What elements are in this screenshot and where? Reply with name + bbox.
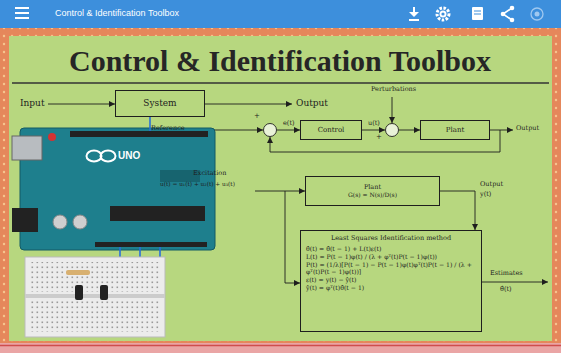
excitation-branch xyxy=(285,191,300,283)
signal-connector xyxy=(277,130,300,131)
breadboard-body xyxy=(25,257,165,337)
usb-port xyxy=(12,136,42,160)
estimates-arrow xyxy=(482,282,548,283)
download-icon xyxy=(409,7,419,20)
signal-connector xyxy=(440,191,475,230)
signal-connector xyxy=(399,130,420,131)
junction-outline xyxy=(385,123,399,137)
equation: ε(t) = y(t) − ŷ(t) xyxy=(306,276,476,284)
component xyxy=(75,285,83,300)
sign-mark: + xyxy=(376,134,382,141)
breadboard xyxy=(25,257,165,337)
menu-icon xyxy=(15,8,29,18)
breadboard-groove xyxy=(25,294,165,298)
process-box: PlantG(s) = N(s)/D(s) xyxy=(305,176,440,206)
equation: θ̂(t) = θ̂(t − 1) + L(t)ε(t) xyxy=(306,245,476,253)
box-title: Plant xyxy=(364,183,381,191)
box-title: Plant xyxy=(446,126,464,135)
signal-name: e(t) xyxy=(283,120,295,128)
page-title: Control & Identification Toolbox xyxy=(69,46,491,76)
frame-dots xyxy=(0,28,561,353)
junction-circle xyxy=(386,124,399,137)
method-box: Least Squares Identification method θ̂(t)… xyxy=(300,230,482,332)
breadboard-holes xyxy=(30,262,160,292)
perturbation-arrow xyxy=(392,97,393,123)
equation: L(t) = P(t − 1)φ(t) / (λ + φᵀ(t)P(t − 1)… xyxy=(306,253,476,261)
signal-name: Excitation xyxy=(193,170,226,178)
junction-outline xyxy=(263,123,277,137)
pin-header xyxy=(70,131,208,137)
box-title: System xyxy=(143,98,176,109)
input-arrow xyxy=(48,104,115,105)
frame-border xyxy=(0,28,561,353)
transfer-function: G(s) = N(s)/D(s) xyxy=(348,191,397,199)
capacitor xyxy=(73,215,87,229)
microcontroller-chip xyxy=(110,206,205,221)
signal-name: Output xyxy=(480,181,503,189)
settings-icon xyxy=(437,8,449,20)
bottom-stripe xyxy=(0,343,561,353)
sign-mark: + xyxy=(254,113,260,120)
logo xyxy=(87,151,102,162)
formula: u(t) = u₁(t) + u₂(t) + u₃(t) xyxy=(160,181,235,188)
signal-name: Input xyxy=(20,98,45,109)
signal-connector xyxy=(270,130,500,152)
toolbar xyxy=(0,0,561,28)
signal-name: u(t) xyxy=(368,120,380,128)
signal-name: Output xyxy=(296,98,328,109)
signal-name: Reference xyxy=(151,125,185,133)
excitation-arrow xyxy=(255,191,305,192)
box-title: Least Squares Identification method xyxy=(306,234,476,242)
equation: ŷ(t) = φᵀ(t)θ̂(t − 1) xyxy=(306,284,476,292)
process-box: System xyxy=(115,90,205,117)
signal-name: Perturbations xyxy=(371,86,416,94)
record-icon xyxy=(531,8,543,20)
share-icon xyxy=(501,6,515,23)
signal-name: y(t) xyxy=(480,191,491,199)
pin-header xyxy=(95,242,207,247)
breadboard-holes xyxy=(30,300,160,332)
arduino-board xyxy=(12,128,215,250)
title-underline xyxy=(12,82,549,84)
output-arrow xyxy=(205,104,292,105)
reset-button xyxy=(48,133,56,141)
power-jack xyxy=(12,208,38,232)
board-logo: UNO xyxy=(118,150,140,162)
box-title: Control xyxy=(318,126,345,135)
equation: P(t) = (1/λ)[P(t − 1) − P(t − 1)φ(t)φᵀ(t… xyxy=(306,261,476,277)
plant-output-arrow xyxy=(500,130,513,131)
summing-junction: + xyxy=(263,123,277,137)
logo xyxy=(101,151,116,162)
board xyxy=(20,128,215,250)
wire xyxy=(149,117,151,131)
signal-connector xyxy=(362,130,385,131)
process-box: Plant xyxy=(420,120,490,140)
process-box: Control xyxy=(300,120,362,140)
signal-name: θ̂(t) xyxy=(500,286,512,294)
signal-name: Output xyxy=(516,125,539,133)
signal-name: Estimates xyxy=(490,270,523,278)
app-title: Control & Identification Toolbox xyxy=(55,8,179,19)
summing-junction: + xyxy=(385,123,399,137)
panel-ground xyxy=(9,36,552,341)
bottom-stripe-line xyxy=(0,345,561,347)
book-icon xyxy=(472,7,483,20)
junction-circle xyxy=(264,124,277,137)
resistor-symbol xyxy=(66,270,90,275)
capacitor xyxy=(53,215,67,229)
component xyxy=(100,285,108,300)
